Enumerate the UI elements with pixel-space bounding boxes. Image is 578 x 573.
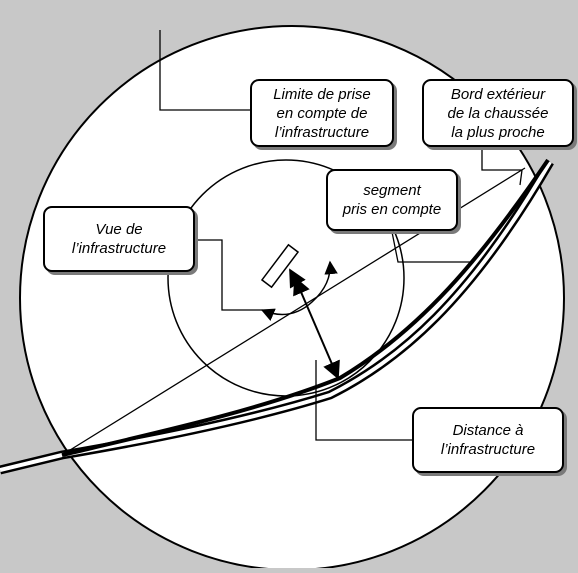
label-bord-line2: de la chaussée [447, 104, 549, 122]
label-vue-line1: Vue de [95, 221, 143, 238]
label-distance-infrastructure: Distance à l’infrastructure [412, 407, 564, 473]
leader-limite [159, 30, 250, 111]
label-segment-line1: segment [363, 182, 421, 199]
leader-bord [481, 148, 523, 186]
label-segment-line2: pris en compte [342, 201, 442, 218]
label-bord-line3: la plus proche [451, 123, 545, 141]
label-limite-line3: l’infrastructure [274, 123, 370, 141]
label-vue-line2: l’infrastructure [71, 240, 167, 257]
label-bord-line1: Bord extérieur [450, 85, 546, 103]
road-surface [0, 160, 552, 472]
label-vue-infrastructure: Vue de l’infrastructure [43, 206, 195, 272]
distance-arrow [293, 276, 340, 380]
label-distance-line1: Distance à [452, 422, 524, 439]
road-inner-edge [61, 158, 550, 457]
label-distance-line2: l’infrastructure [440, 441, 536, 458]
leader-vue [196, 239, 262, 311]
label-limite-prise-en-compte: Limite de prise en compte de l’infrastru… [250, 79, 394, 147]
leader-distance [315, 360, 414, 441]
label-limite-line1: Limite de prise [273, 85, 371, 103]
label-bord-exterieur: Bord extérieur de la chaussée la plus pr… [422, 79, 574, 147]
label-limite-line2: en compte de [276, 104, 368, 122]
label-segment-pris-en-compte: segment pris en compte [326, 169, 458, 231]
leader-segment [391, 231, 472, 263]
